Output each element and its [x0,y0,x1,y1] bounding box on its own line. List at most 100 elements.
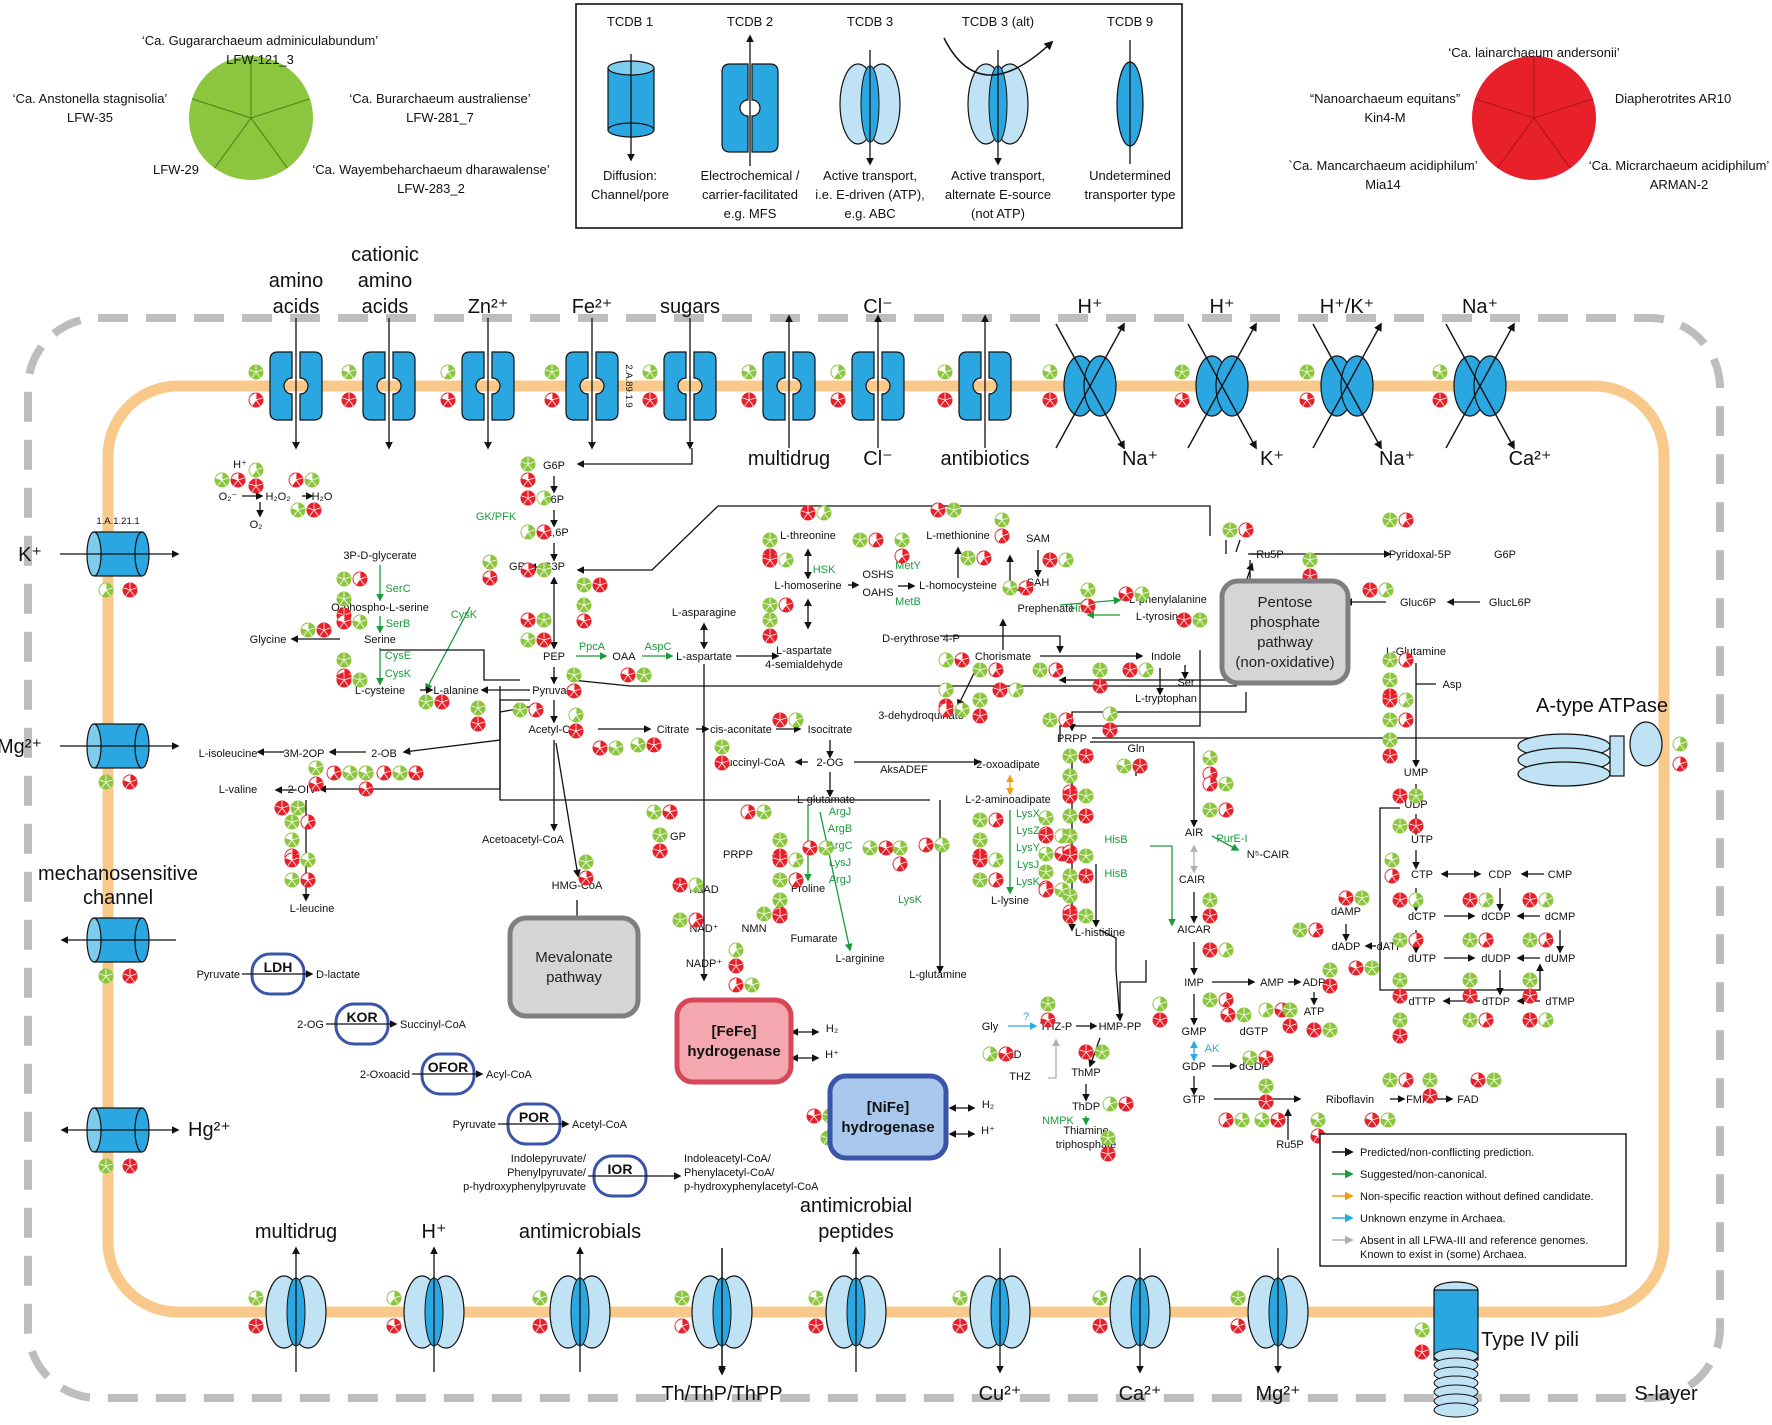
green-presence-marker [358,765,374,781]
marker-divider [1383,657,1391,661]
marker-sector [339,579,349,586]
marker-divider [1389,697,1397,701]
marker-divider [717,762,723,769]
marker-divider [811,1325,817,1332]
red-presence-marker [1018,580,1034,596]
marker-sector [1051,670,1061,677]
marker-divider [1389,719,1395,726]
marker-divider [823,510,831,514]
marker-divider [123,779,131,783]
marker-divider [349,770,357,774]
marker-divider [579,859,587,863]
marker-divider [1323,983,1331,987]
marker-sector [473,708,483,716]
marker-divider [125,975,131,982]
legend-desc: transporter type [1084,187,1175,202]
marker-divider [289,477,297,481]
green-presence-marker [954,702,970,718]
marker-divider [1385,519,1391,526]
marker-divider [519,709,525,716]
enzyme-lysk1: LysK [898,894,923,906]
green-presence-marker [862,840,878,856]
metabolite-g6p_r: G6P [1494,549,1516,561]
enzyme-nmpk: NMPK [1042,1115,1074,1127]
legend-title: TCDB 3 (alt) [962,14,1034,29]
marker-divider [1245,529,1251,536]
marker-divider [537,637,545,641]
marker-divider [251,399,257,406]
marker-divider [343,578,349,585]
marker-divider [1045,835,1051,842]
marker-sector [655,835,665,843]
marker-divider [893,845,901,849]
marker-divider [1399,1017,1407,1021]
marker-divider [1069,833,1077,837]
reaction-arrow [555,742,581,878]
metabolite-l_asp_semi: L-aspartate [776,645,832,657]
marker-sector [523,464,533,471]
marker-sector [539,620,549,628]
red-presence-marker [1102,722,1118,738]
marker-sector [1097,1052,1107,1059]
marker-divider [769,602,777,606]
marker-divider [345,772,351,779]
marker-divider [1265,1083,1273,1087]
marker-divider [999,1051,1007,1055]
marker-divider [959,1325,965,1332]
marker-divider [1283,1023,1291,1027]
marker-divider [573,690,579,697]
marker-divider [1485,937,1493,941]
marker-divider [1153,1017,1161,1021]
marker-divider [1309,573,1317,577]
marker-divider [1057,889,1063,896]
red-presence-marker [672,877,688,893]
marker-divider [1039,869,1047,873]
marker-divider [1003,585,1011,589]
marker-divider [1081,1051,1087,1058]
antiport-arrow-out [1445,322,1515,449]
marker-divider [1069,873,1077,877]
marker-sector [1489,1080,1499,1087]
green-presence-marker [342,765,358,781]
marker-divider [1041,1017,1049,1021]
carrier-half [988,351,1012,421]
marker-divider [1081,875,1087,882]
marker-divider [1049,717,1057,721]
marker-divider [1085,913,1093,917]
marker-divider [1389,1077,1397,1081]
marker-divider [1261,1101,1267,1108]
metabolite-prpp2: PRPP [723,849,753,861]
marker-sector [251,1326,261,1333]
marker-divider [595,747,601,754]
marker-divider [1019,585,1027,589]
marker-sector [1367,968,1377,976]
red-presence-marker [1432,392,1448,408]
marker-divider [1523,897,1531,901]
marker-divider [527,497,533,504]
marker-sector [1221,784,1231,791]
marker-divider [649,399,655,406]
red-presence-marker [306,502,322,518]
marker-divider [1389,519,1395,526]
marker-divider [989,817,997,821]
marker-divider [1289,1007,1297,1011]
green-presence-marker [1038,846,1054,862]
marker-divider [769,539,775,546]
marker-divider [1065,855,1071,862]
red-presence-marker [1078,868,1094,884]
marker-divider [539,639,545,646]
marker-divider [637,672,645,676]
red-presence-marker [714,755,730,771]
marker-divider [1203,807,1211,811]
marker-divider [813,1113,821,1117]
marker-divider [1401,659,1407,666]
marker-divider [365,772,371,779]
green-presence-marker [1192,612,1208,628]
marker-sector [523,532,533,539]
abc-transporter [969,1275,1031,1349]
marker-divider [1381,1117,1389,1121]
marker-divider [425,699,433,703]
marker-divider [1099,1297,1105,1304]
marker-sector [1395,1036,1405,1044]
